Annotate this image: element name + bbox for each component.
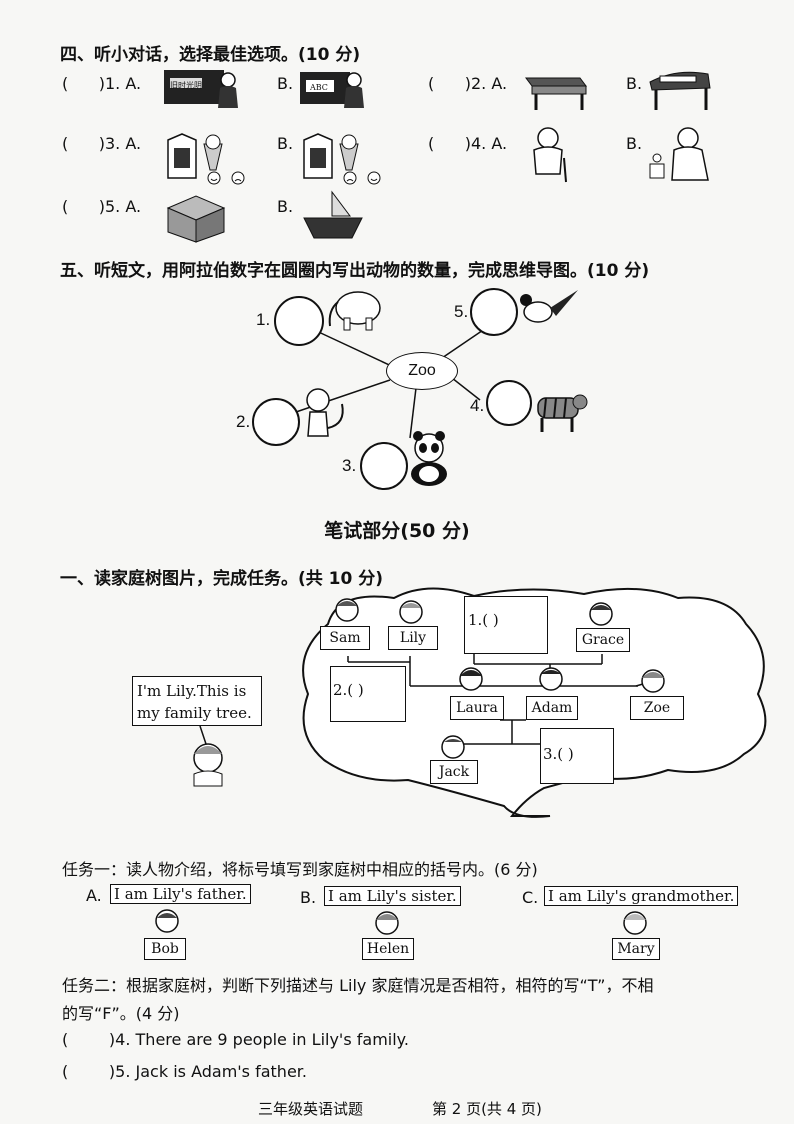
teacher-blackboard-a-image xyxy=(164,70,238,108)
section1-title: 一、读家庭树图片，完成任务。(共 10 分) xyxy=(60,569,384,589)
tree-blank-1-label: 1.( ) xyxy=(468,611,499,629)
s4-q4-label: ( )4. A. xyxy=(428,134,508,153)
name-box-sam: Sam xyxy=(320,626,370,650)
piano-image xyxy=(649,71,711,110)
name-box-jack: Jack xyxy=(430,760,478,784)
name-box-mary: Mary xyxy=(612,938,660,960)
tree-blank-1[interactable]: 1.( ) xyxy=(464,596,548,654)
task1-c-label: C. xyxy=(522,888,539,907)
mary-face-icon xyxy=(623,911,647,935)
mindmap-num-3: 3. xyxy=(342,456,357,475)
panda-icon xyxy=(411,431,447,486)
lily-speech-bubble: I'm Lily.This is my family tree. xyxy=(132,676,262,726)
written-part-title: 笔试部分(50 分) xyxy=(324,520,470,542)
grandma-watering-image xyxy=(649,127,709,181)
section4-title: 四、听小对话，选择最佳选项。(10 分) xyxy=(60,45,361,65)
task1-title: 任务一：读人物介绍，将标号填写到家庭树中相应的括号内。(6 分) xyxy=(62,860,538,879)
s4-q2-b-label: B. xyxy=(626,74,643,93)
milk-juice-smiley-image xyxy=(167,133,245,185)
mindmap-num-5: 5. xyxy=(454,302,469,321)
zoo-center-node: Zoo xyxy=(386,352,458,390)
tree-blank-3-label: 3.( ) xyxy=(543,745,574,763)
task2-title-line2: 的写“F”。(4 分) xyxy=(62,1004,180,1023)
zoe-face-icon xyxy=(641,669,665,693)
tree-blank-2-label: 2.( ) xyxy=(333,681,364,699)
s4-q1-label: ( )1. A. xyxy=(62,74,142,93)
s4-q5-b-label: B. xyxy=(277,197,294,216)
footer-page-number: 第 2 页(共 4 页) xyxy=(432,1100,542,1118)
mindmap-num-1: 1. xyxy=(256,310,271,329)
task1-a-statement: I am Lily's father. xyxy=(110,884,251,904)
task1-a-label: A. xyxy=(86,886,102,905)
mindmap-num-2: 2. xyxy=(236,412,251,431)
grandpa-image xyxy=(533,127,567,183)
task2-title-line1: 任务二：根据家庭树，判断下列描述与 Lily 家庭情况是否相符，相符的写“T”，… xyxy=(62,976,654,995)
s4-q5-label: ( )5. A. xyxy=(62,197,142,216)
elephant-count-circle[interactable] xyxy=(274,296,324,346)
s4-q3-label: ( )3. A. xyxy=(62,134,142,153)
milk-juice-smiley-b-image xyxy=(303,133,381,185)
s4-q1-b-label: B. xyxy=(277,74,294,93)
name-box-lily: Lily xyxy=(388,626,438,650)
sam-face-icon xyxy=(335,598,359,622)
task1-b-label: B. xyxy=(300,888,317,907)
s4-q4-b-label: B. xyxy=(626,134,643,153)
task1-b-statement: I am Lily's sister. xyxy=(324,886,461,906)
tree-blank-2[interactable]: 2.( ) xyxy=(330,666,406,722)
section5-title: 五、听短文，用阿拉伯数字在圆圈内写出动物的数量，完成思维导图。(10 分) xyxy=(60,261,650,281)
panda-count-circle[interactable] xyxy=(360,442,408,490)
footer-subject: 三年级英语试题 xyxy=(258,1100,364,1118)
blackboard-text-b: ABC xyxy=(310,83,328,92)
teacher-blackboard-b-image xyxy=(300,72,364,108)
name-box-adam: Adam xyxy=(526,696,578,720)
boat-image xyxy=(303,190,363,239)
monkey-icon xyxy=(306,388,344,437)
adam-face-icon xyxy=(539,667,563,691)
jack-face-icon xyxy=(441,735,465,759)
bob-face-icon xyxy=(155,909,179,933)
name-box-helen: Helen xyxy=(362,938,414,960)
name-box-laura: Laura xyxy=(450,696,504,720)
s4-q3-b-label: B. xyxy=(277,134,294,153)
lily-face-icon xyxy=(399,600,423,624)
elephant-icon xyxy=(328,291,381,331)
blackboard-text-a: 旧时光阴 xyxy=(170,81,202,90)
box-image xyxy=(166,195,226,243)
desk-image xyxy=(525,77,587,110)
tiger-count-circle[interactable] xyxy=(486,380,532,426)
name-box-grace: Grace xyxy=(576,628,630,652)
magpie-icon xyxy=(520,290,578,323)
bird-count-circle[interactable] xyxy=(470,288,518,336)
task2-q5: ( )5. Jack is Adam's father. xyxy=(62,1062,307,1081)
grace-face-icon xyxy=(589,602,613,626)
name-box-bob: Bob xyxy=(144,938,186,960)
lily-avatar-icon xyxy=(193,725,223,787)
laura-face-icon xyxy=(459,667,483,691)
tiger-icon xyxy=(537,394,588,432)
monkey-count-circle[interactable] xyxy=(252,398,300,446)
name-box-zoe: Zoe xyxy=(630,696,684,720)
tree-blank-3[interactable]: 3.( ) xyxy=(540,728,614,784)
task2-q4: ( )4. There are 9 people in Lily's famil… xyxy=(62,1030,409,1049)
helen-face-icon xyxy=(375,911,399,935)
task1-c-statement: I am Lily's grandmother. xyxy=(544,886,739,906)
mindmap-num-4: 4. xyxy=(470,396,485,415)
s4-q2-label: ( )2. A. xyxy=(428,74,508,93)
